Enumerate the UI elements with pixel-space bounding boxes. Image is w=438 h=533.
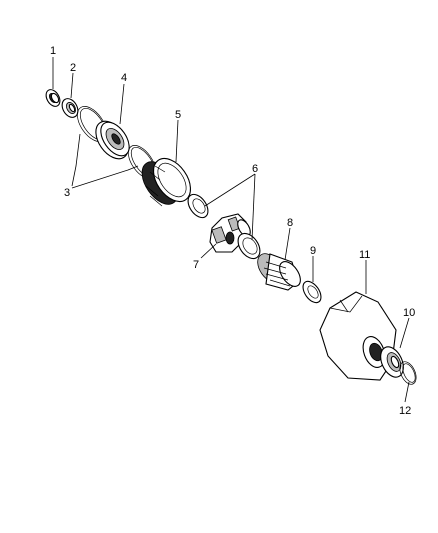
part-2-washer [61, 98, 79, 118]
part-12-snap-ring [399, 361, 417, 385]
part-11-drum [319, 291, 397, 381]
callout-3: 3 [64, 187, 70, 199]
callout-1: 1 [50, 45, 56, 57]
part-1-snap-ring [45, 89, 61, 107]
callout-7: 7 [193, 259, 199, 271]
callout-labels: 1 2 3 4 5 6 7 8 9 10 11 12 [50, 45, 415, 417]
part-4-piston [95, 120, 130, 160]
callout-2: 2 [70, 62, 76, 74]
callout-12: 12 [399, 405, 411, 417]
callout-11: 11 [359, 249, 370, 261]
callout-4: 4 [121, 72, 127, 84]
callout-5: 5 [175, 109, 181, 121]
part-7-planet-carrier [209, 213, 251, 253]
callout-8: 8 [287, 217, 293, 229]
part-6-thrust-washer-lower [237, 232, 261, 260]
callout-9: 9 [310, 245, 316, 257]
leader-lines [52, 57, 410, 403]
part-8-sun-gear [257, 253, 301, 291]
part-9-thrust-washer [302, 280, 322, 304]
callout-10: 10 [403, 307, 415, 319]
part-5-ring-gear [141, 157, 192, 207]
part-10-washer [380, 346, 404, 378]
part-6-thrust-washer-upper [187, 193, 209, 219]
callout-6: 6 [252, 163, 258, 175]
